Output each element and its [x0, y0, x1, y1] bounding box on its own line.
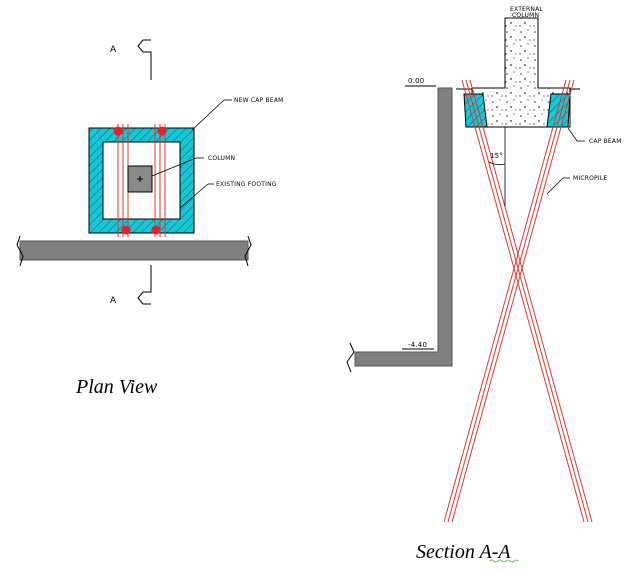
angle-indicator: 15°	[488, 127, 506, 206]
micropile-right-to-left	[443, 79, 575, 523]
label-micropile: MICROPILE	[573, 175, 607, 182]
spellcheck-underline	[489, 559, 519, 563]
pile-dot	[151, 225, 161, 235]
label-cap-beam: CAP BEAM	[589, 138, 622, 145]
section-marker-top: A	[110, 39, 152, 80]
pile-dot	[157, 126, 167, 136]
micropile-left-to-right	[461, 79, 593, 523]
level-bottom-text: -4.40	[408, 341, 427, 349]
angle-label: 15°	[490, 152, 503, 160]
micropile-lines-plan	[117, 124, 166, 237]
plan-view-title: Plan View	[75, 376, 158, 398]
pile-dot	[113, 126, 123, 136]
plan-view: A A	[16, 39, 284, 398]
label-new-cap-beam: NEW CAP BEAM	[234, 97, 284, 104]
pile-dot	[121, 225, 131, 235]
micropiles	[443, 79, 593, 523]
section-marker-letter: A	[110, 296, 117, 306]
pile-dots	[113, 126, 167, 235]
level-marker-bottom: -4.40	[402, 341, 434, 350]
wall-strip	[16, 235, 252, 267]
section-marker-bottom: A	[110, 265, 152, 306]
external-column	[471, 17, 571, 128]
label-external-column-2: COLUMN	[512, 12, 539, 19]
section-marker-letter: A	[110, 45, 117, 55]
label-column: COLUMN	[208, 155, 235, 162]
level-top-text: 0.00	[408, 77, 424, 85]
level-marker-top: 0.00	[405, 77, 436, 87]
column	[127, 165, 153, 193]
section-view-title: Section A-A	[416, 541, 511, 563]
label-external-column-1: EXTERNAL	[510, 6, 543, 13]
retaining-wall	[346, 87, 453, 373]
section-view: 0.00 -4.40 EXTERNAL COLUMN	[346, 6, 622, 563]
label-existing-footing: EXISTING FOOTING	[216, 181, 277, 188]
